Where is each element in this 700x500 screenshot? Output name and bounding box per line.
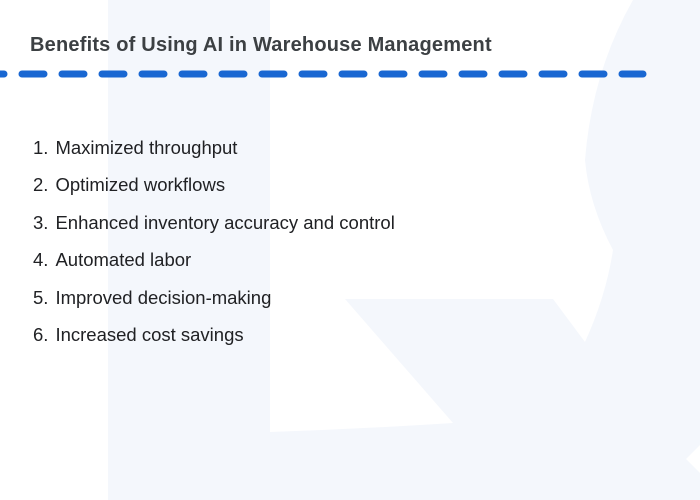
list-item-text: Increased cost savings — [55, 323, 244, 345]
list-item-number: 4. — [33, 249, 49, 271]
list-item-number: 2. — [33, 174, 49, 196]
list-item-number: 3. — [33, 211, 49, 233]
list-item-number: 5. — [33, 286, 49, 308]
dashed-divider-line — [0, 70, 647, 78]
list-item-text: Improved decision-making — [55, 286, 272, 308]
list-item-text: Maximized throughput — [55, 137, 238, 158]
list-item-number: 6. — [33, 323, 49, 345]
benefits-list: 1. Maximized throughput 2. Optimized workf… — [33, 129, 395, 353]
list-item: 1. Maximized throughput — [33, 129, 395, 166]
list-item-number: 1. — [33, 137, 49, 158]
page-title: Benefits of Using AI in Warehouse Manage… — [30, 34, 492, 56]
list-item: 4. Automated labor — [33, 241, 395, 278]
list-item: 5. Improved decision-making — [33, 279, 395, 316]
list-item-text: Enhanced inventory accuracy and control — [55, 211, 395, 233]
list-item: 2. Optimized workflows — [33, 166, 395, 203]
list-item: 3. Enhanced inventory accuracy and contro… — [33, 204, 395, 241]
list-item-text: Automated labor — [55, 249, 192, 271]
list-item-text: Optimized workflows — [55, 174, 226, 196]
list-item: 6. Increased cost savings — [33, 316, 395, 353]
